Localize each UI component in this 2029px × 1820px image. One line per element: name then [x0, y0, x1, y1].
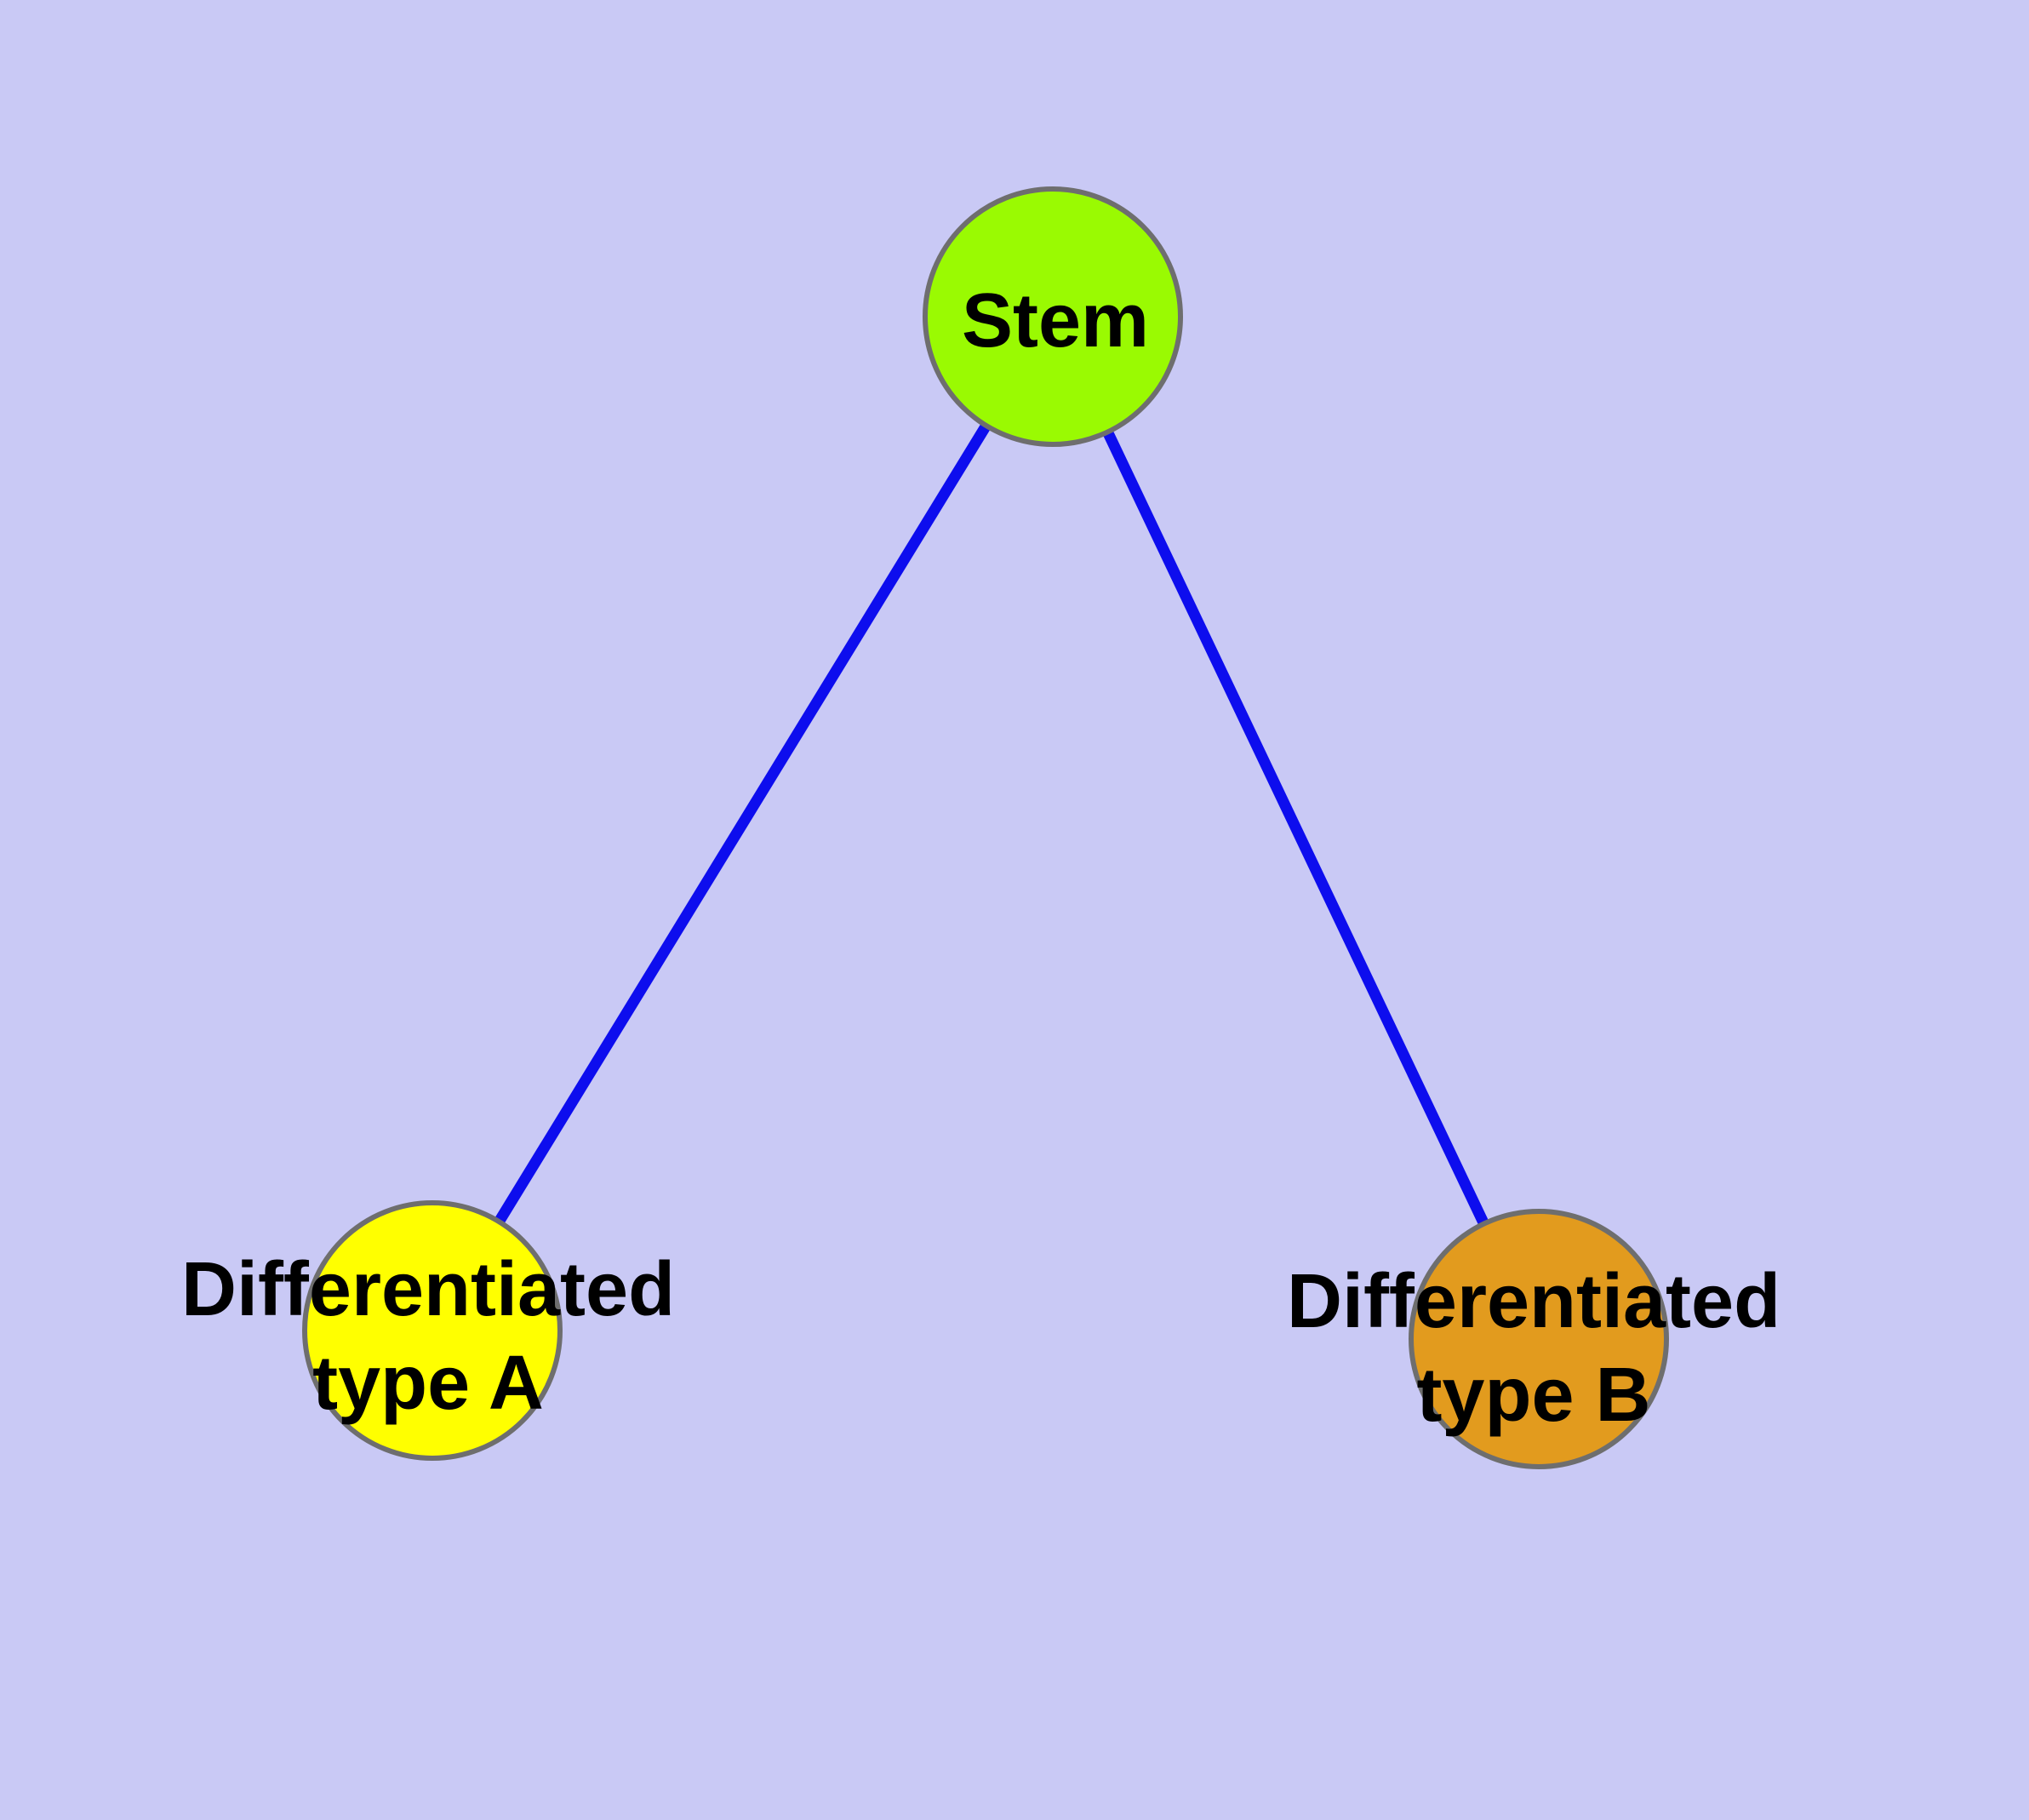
node-stem	[923, 186, 1183, 447]
node-differentiated-type-a	[302, 1200, 563, 1461]
node-differentiated-type-b	[1409, 1209, 1669, 1469]
edge-stem-to-type-b	[1048, 314, 1544, 1342]
edge-stem-to-type-a	[427, 313, 1058, 1334]
